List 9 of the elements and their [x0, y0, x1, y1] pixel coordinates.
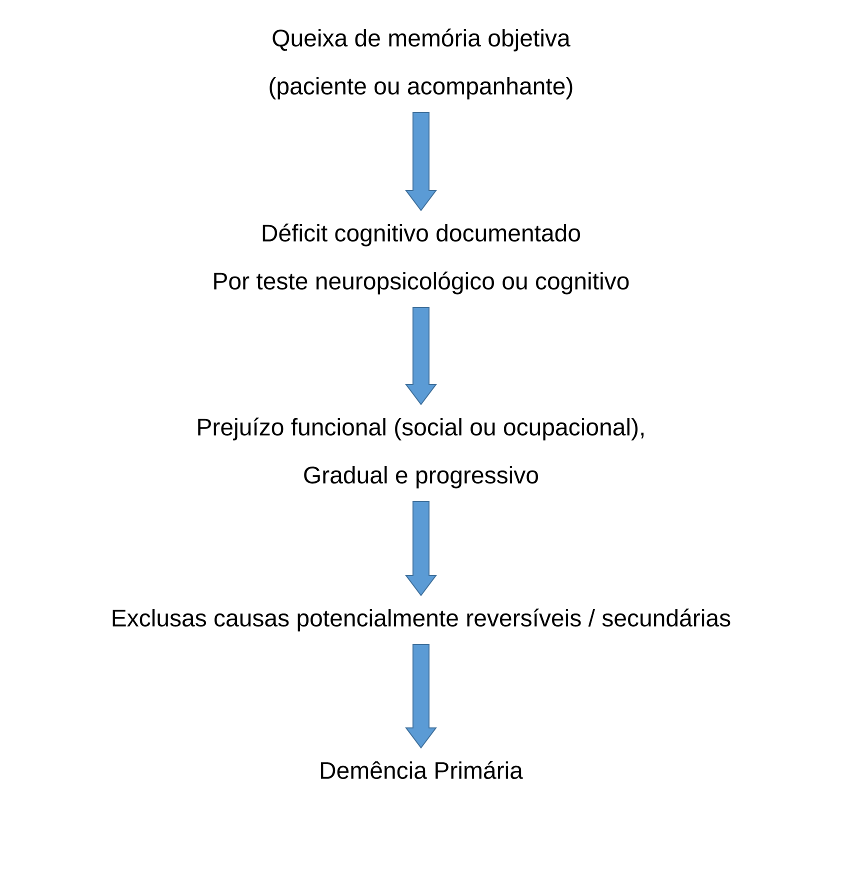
block-arrow: [405, 112, 437, 212]
block-arrow: [405, 307, 437, 406]
step-text: Déficit cognitivo documentado Por teste neuropsicológico ou cognitivo: [214, 224, 629, 294]
block-arrow: [405, 501, 437, 596]
block-arrow: [405, 644, 437, 749]
step-text: Demência Primária: [320, 761, 523, 779]
step-text: Prejuízo funcional (social ou ocupacional), Gradual e progressivo: [198, 418, 644, 488]
step-text: Queixa de memória objetiva (paciente ou acompanhante): [270, 28, 572, 100]
step-text: Exclusas causas potencialmente reversíveis / secundárias: [112, 608, 730, 632]
